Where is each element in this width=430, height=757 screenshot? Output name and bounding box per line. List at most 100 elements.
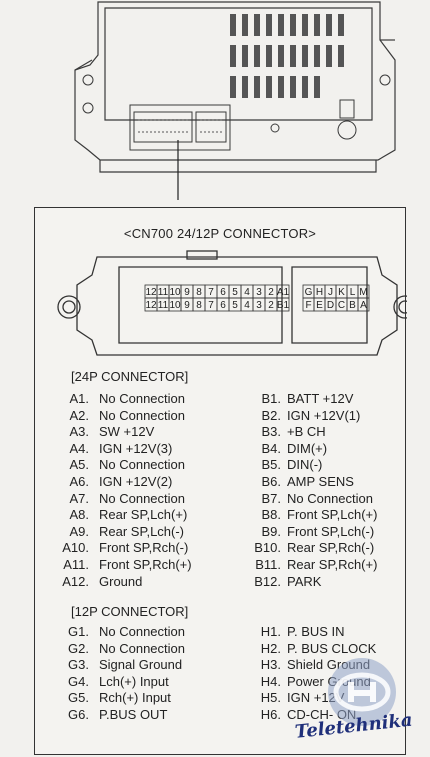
pin-cell-label: A <box>360 300 367 311</box>
pin-code: A3. <box>69 424 89 440</box>
pin-code: G5. <box>68 690 89 706</box>
pin-row: B6.AMP SENS <box>241 473 353 490</box>
pin-description: Rear SP,Rch(-) <box>287 540 375 556</box>
pin-description: No Connection <box>99 624 185 639</box>
pin-description: +B CH <box>287 424 326 440</box>
pin-cell-label: F <box>305 300 311 311</box>
pin-row: G6. P.BUS OUT <box>35 706 167 723</box>
pin-code: G1. <box>68 624 89 639</box>
pin-cell-label: J <box>328 287 333 298</box>
section-24-heading: [24P CONNECTOR] <box>71 369 189 384</box>
pin-cell-label: 7 <box>208 287 214 298</box>
pin-row: B1. BATT +12V <box>241 390 353 407</box>
pin-description: SW +12V <box>99 424 155 440</box>
pin-cell-label: 3 <box>256 300 262 311</box>
pin-row: A1.No Connection <box>35 390 185 407</box>
pin-description: Rear SP,Lch(-) <box>99 523 185 539</box>
pin-row: H3.Shield Ground <box>241 656 370 673</box>
pin-code: B3. <box>261 424 281 440</box>
pin-row: B11.Rear SP,Rch(+) <box>241 556 377 573</box>
pin-description: DIN(-) <box>287 457 323 473</box>
pin-code: G2. <box>68 640 89 656</box>
pin-row: H4.Power Ground <box>241 673 371 690</box>
pin-row: A4.IGN +12V(3) <box>35 440 172 457</box>
pin-code: A9. <box>69 523 89 539</box>
pin-description: No Connection <box>99 640 185 656</box>
pin-description: Signal Ground <box>99 657 183 673</box>
pin-cell-label: H <box>316 287 323 298</box>
pin-cell-label: 6 <box>220 300 226 311</box>
pin-code: B4. <box>261 440 281 456</box>
pin-cell-label: 11 <box>158 300 169 311</box>
pin-row: G5. Rch(+) Input <box>35 689 171 706</box>
pin-row: B10.Rear SP,Rch(-) <box>241 539 374 556</box>
pin-description: IGN +12V(2) <box>99 474 173 489</box>
pin-description: No Connection <box>287 490 373 506</box>
pin-cell <box>357 297 370 312</box>
pin-code: G3. <box>68 657 89 673</box>
pin-row: A6.IGN +12V(2) <box>35 473 172 490</box>
pin-description: Rch(+) Input <box>99 690 171 706</box>
pin-cell-label: 8 <box>196 287 202 298</box>
pin-cell-label: L <box>350 287 356 298</box>
pin-cell-label: E <box>316 300 323 311</box>
pin-code: H5. <box>260 690 281 706</box>
pin-code: G4. <box>68 673 89 689</box>
radio-unit-illustration <box>74 1 396 200</box>
pin-description: Front SP,Lch(-) <box>287 523 375 539</box>
pin-row: A2.No Connection <box>35 407 185 424</box>
pin-code: B8. <box>261 507 281 523</box>
pin-description: Front SP,Rch(-) <box>99 540 189 556</box>
connector-title: <CN700 24/12P CONNECTOR> <box>123 226 317 241</box>
pin-cell-label: 12 <box>145 300 157 311</box>
pin-cell-label: 3 <box>256 287 262 298</box>
pin-code: H4. <box>260 673 281 689</box>
pin-row: A3. SW +12V <box>35 423 154 440</box>
pin-code: B7. <box>261 490 281 506</box>
pin-code: G6. <box>68 707 89 722</box>
pin-cell-label: 5 <box>232 287 238 298</box>
pin-row: H6.CD-CH- ON <box>241 706 357 723</box>
pin-cell-label: B <box>349 300 356 311</box>
pin-description: BATT +12V <box>287 391 354 406</box>
pin-code: B5. <box>261 457 281 473</box>
pin-row: A10.Front SP,Rch(-) <box>35 539 188 556</box>
pin-code: H1. <box>260 624 281 639</box>
pin-row: G1. No Connection <box>35 623 185 640</box>
pin-description: Lch(+) Input <box>99 673 169 689</box>
pin-description: No Connection <box>99 391 185 406</box>
pin-code: B1. <box>261 391 281 406</box>
pin-code: H3. <box>260 657 281 673</box>
pin-row: G2. No Connection <box>35 640 185 657</box>
pin-cell-label: 4 <box>244 287 250 298</box>
pin-cell-label: 2 <box>268 300 274 311</box>
pin-description: Front SP,Rch(+) <box>99 557 192 572</box>
pin-row: B12.PARK <box>241 573 321 590</box>
pin-row: A9. Rear SP,Lch(-) <box>35 523 184 540</box>
pin-row: B8. Front SP,Lch(+) <box>241 506 377 523</box>
pin-cell-label: 12 <box>145 287 157 298</box>
pin-code: A5. <box>69 457 89 473</box>
pin-description: P.BUS OUT <box>99 707 168 722</box>
brand-watermark-logo <box>328 658 396 726</box>
pin-code: A8. <box>69 507 89 523</box>
pin-cell-label: K <box>338 287 345 298</box>
pin-cell-label: D <box>327 300 334 311</box>
pin-row: B5. DIN(-) <box>241 456 322 473</box>
pin-code: A4. <box>69 440 89 456</box>
pin-cell <box>276 297 290 312</box>
pin-description: DIM(+) <box>287 440 328 456</box>
pin-description: No Connection <box>99 407 185 423</box>
pin-cell-label: 9 <box>184 300 190 311</box>
pin-description: P. BUS IN <box>287 624 345 639</box>
pin-cell-label: 11 <box>158 287 169 298</box>
pin-code: A7. <box>69 490 89 506</box>
pin-row: B2.IGN +12V(1) <box>241 407 360 424</box>
pin-description: Front SP,Lch(+) <box>287 507 378 523</box>
pin-row: A12.Ground <box>35 573 142 590</box>
pin-cell-label: 6 <box>220 287 226 298</box>
pin-description: AMP SENS <box>287 474 354 489</box>
